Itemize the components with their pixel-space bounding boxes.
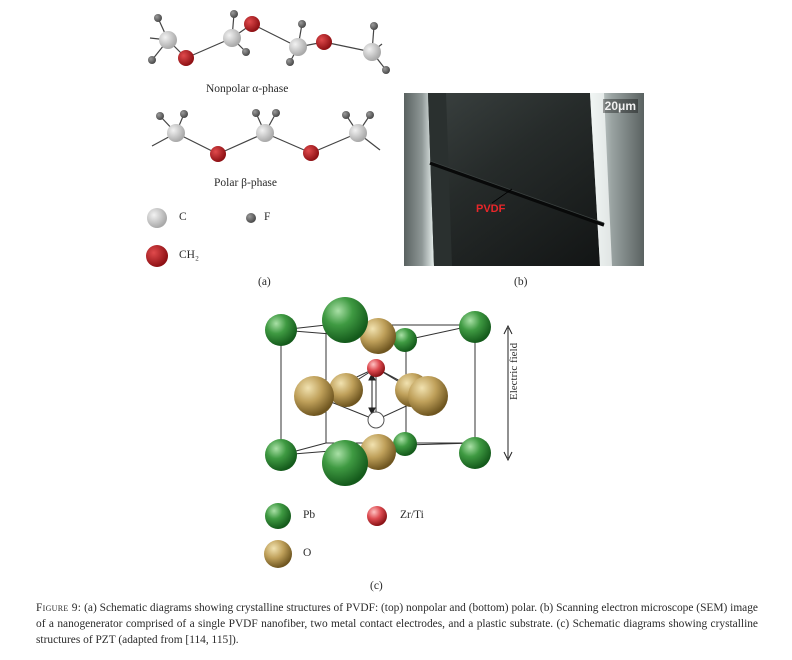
figure-caption: Figure 9: (a) Schematic diagrams showing… bbox=[36, 600, 758, 648]
alpha-phase-label: Nonpolar α-phase bbox=[206, 83, 289, 95]
pb-legend-label: Pb bbox=[303, 509, 316, 521]
pb-legend-marker bbox=[265, 503, 291, 529]
scale-bar-label: 20μm bbox=[602, 99, 638, 113]
zr-ti-legend-marker bbox=[367, 506, 387, 526]
carbon-legend-label: C bbox=[179, 211, 187, 223]
panel-a-legend bbox=[146, 208, 256, 267]
fluorine-legend-marker bbox=[246, 213, 256, 223]
panel-b-label: (b) bbox=[514, 276, 528, 288]
panel-c-legend bbox=[264, 503, 387, 568]
pvdf-image-label: PVDF bbox=[476, 203, 506, 215]
caption-text: (a) Schematic diagrams showing crystalli… bbox=[36, 602, 758, 646]
o-legend-marker bbox=[264, 540, 292, 568]
ch2-legend-label: CH₂ bbox=[179, 249, 199, 261]
figure-number: Figure 9: bbox=[36, 602, 82, 614]
beta-atoms bbox=[156, 109, 374, 162]
panel-a-label: (a) bbox=[258, 276, 271, 288]
o-legend-label: O bbox=[303, 547, 312, 559]
electric-field-label: Electric field bbox=[508, 342, 520, 400]
sem-image: PVDF 20μm bbox=[404, 93, 644, 266]
zr-ti-legend-label: Zr/Ti bbox=[400, 509, 424, 521]
beta-phase-label: Polar β-phase bbox=[214, 177, 278, 189]
panel-c-label: (c) bbox=[370, 580, 383, 592]
ch2-legend-marker bbox=[146, 245, 168, 267]
electric-field-arrow bbox=[503, 324, 513, 462]
fluorine-legend-label: F bbox=[264, 211, 271, 223]
alpha-atoms bbox=[148, 10, 390, 74]
pzt-unit-cell bbox=[265, 297, 491, 486]
carbon-legend-marker bbox=[147, 208, 167, 228]
